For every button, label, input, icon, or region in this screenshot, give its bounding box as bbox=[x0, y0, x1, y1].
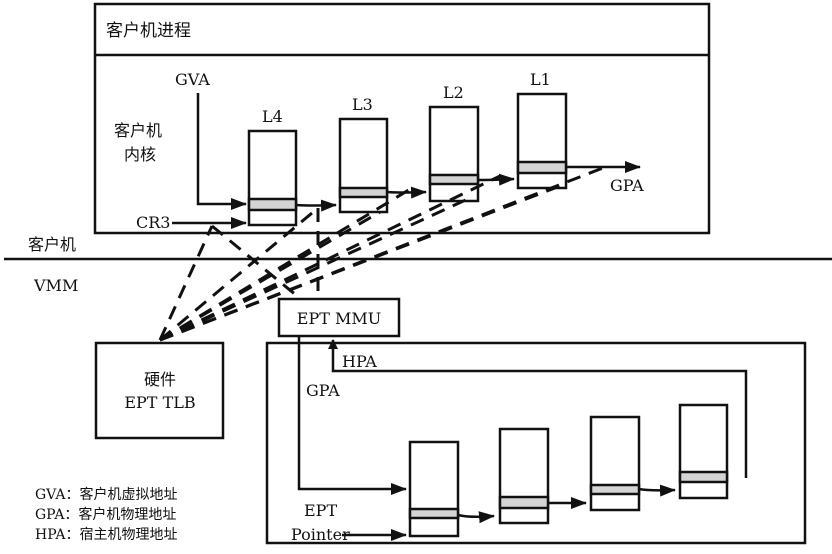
ept-pointer-label-line1: EPT bbox=[304, 501, 337, 520]
level-label-l3: L3 bbox=[352, 95, 373, 114]
page-table-l1 bbox=[516, 92, 568, 190]
ept-mmu-label: EPT MMU bbox=[297, 309, 381, 328]
boundary-guest-label: 客户机 bbox=[28, 235, 76, 254]
ept-table-2 bbox=[498, 427, 550, 525]
legend: GVA：客户机虚拟地址 GPA：客户机物理地址 HPA：宿主机物理地址 bbox=[35, 486, 177, 543]
ept-table-1 bbox=[408, 440, 460, 538]
arrow-ept3-to-ept4 bbox=[638, 484, 676, 497]
gpa-output-label: GPA bbox=[610, 176, 644, 195]
ept-tlb-box: 硬件 EPT TLB bbox=[94, 341, 225, 440]
cr3-label: CR3 bbox=[136, 213, 170, 232]
tlb-dashed-links bbox=[158, 164, 609, 342]
gva-arrow bbox=[196, 93, 247, 210]
ept-tlb-label-line1: 硬件 bbox=[144, 370, 176, 389]
legend-gva: GVA：客户机虚拟地址 bbox=[35, 486, 177, 503]
hpa-label: HPA bbox=[342, 352, 377, 371]
guest-kernel-label-line2: 内核 bbox=[124, 145, 156, 164]
boundary-vmm-label: VMM bbox=[33, 276, 78, 295]
page-table-l4 bbox=[247, 129, 298, 227]
ept-table-3 bbox=[589, 415, 641, 512]
arrow-ept1-to-ept2 bbox=[457, 511, 495, 524]
guest-process-label: 客户机进程 bbox=[106, 21, 191, 41]
ept-pointer-label-line2: Pointer bbox=[291, 525, 350, 544]
legend-gpa: GPA：客户机物理地址 bbox=[35, 506, 176, 523]
page-table-l2 bbox=[428, 105, 480, 203]
guest-kernel-label-line1: 客户机 bbox=[114, 121, 162, 140]
gpa-into-ept-arrow bbox=[297, 336, 407, 495]
ept-table-4 bbox=[678, 403, 729, 500]
ept-mmu-box: EPT MMU bbox=[277, 297, 401, 338]
page-table-l3 bbox=[338, 117, 389, 214]
level-label-l4: L4 bbox=[262, 107, 283, 126]
level-label-l1: L1 bbox=[530, 70, 551, 89]
legend-hpa: HPA：宿主机物理地址 bbox=[35, 526, 177, 543]
hpa-return-arrow bbox=[328, 339, 748, 478]
gva-label: GVA bbox=[175, 70, 210, 89]
arrow-l4-to-l3 bbox=[295, 199, 337, 212]
ept-tlb-label-line2: EPT TLB bbox=[124, 393, 195, 412]
level-label-l2: L2 bbox=[443, 83, 464, 102]
gpa-input-label: GPA bbox=[306, 381, 340, 400]
